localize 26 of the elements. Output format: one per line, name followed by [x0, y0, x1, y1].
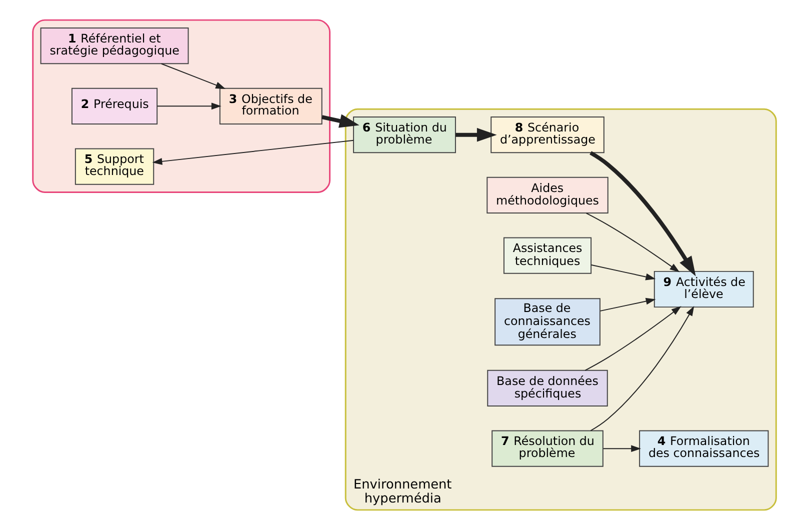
- node-box: 8 Scénario d’apprentissage: [490, 116, 604, 154]
- node-box: 7 Résolution du problème: [491, 430, 603, 467]
- node-box: 9 Activités de l’élève: [653, 270, 754, 308]
- arrow: [602, 445, 640, 452]
- arrow: [321, 114, 359, 128]
- arrow: [590, 264, 656, 280]
- node-box: 4 Formalisation des connaissances: [638, 430, 768, 467]
- cluster: [32, 19, 330, 193]
- node-box: Assistances techniques: [502, 237, 592, 274]
- node-box: 5 Support technique: [74, 148, 154, 185]
- node-box: 2 Prérequis: [70, 88, 158, 124]
- arrow: [590, 306, 694, 432]
- arrow: [156, 102, 221, 110]
- node-box: Base de connaissances générales: [494, 298, 600, 346]
- arrow: [584, 306, 681, 371]
- node-box: Base de données spécifiques: [486, 370, 608, 407]
- arrow: [599, 298, 656, 312]
- arrow: [589, 151, 696, 276]
- arrow: [152, 140, 354, 165]
- node-box: 6 Situation du problème: [352, 116, 456, 154]
- arrow: [160, 63, 226, 89]
- node-box: Aides méthodologiques: [486, 176, 608, 214]
- arrow: [585, 212, 680, 272]
- arrow: [455, 128, 496, 142]
- node-box: 1 Référentiel et sratégie pédagogique: [40, 27, 188, 64]
- node-box: 3 Objectifs de formation: [218, 88, 322, 124]
